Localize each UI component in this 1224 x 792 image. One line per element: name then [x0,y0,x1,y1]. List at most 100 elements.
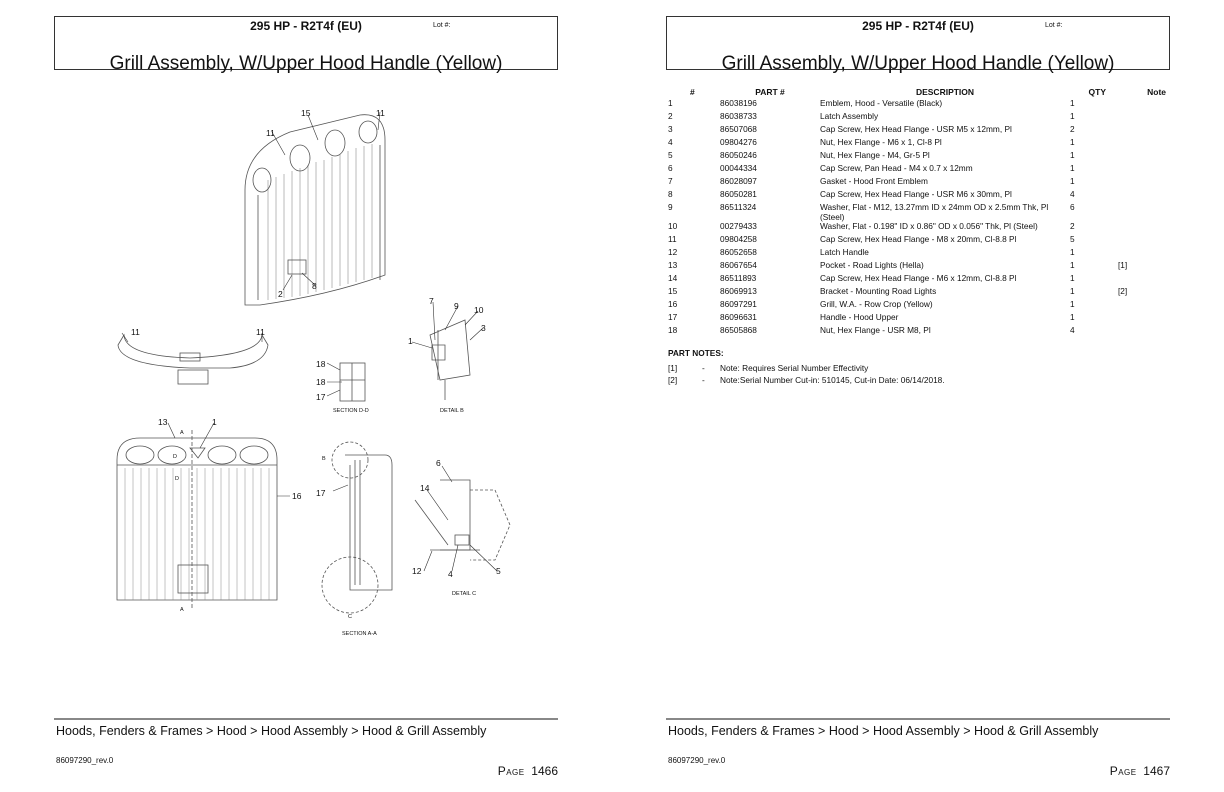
table-header-row: # PART # DESCRIPTION QTY Note [666,87,1166,99]
row-num: 17 [668,312,678,322]
row-description: Washer, Flat - M12, 13.27mm ID x 24mm OD… [820,202,1049,222]
callout: 13 [158,417,168,427]
row-part-number: 86511893 [720,273,757,283]
section-letter: A [180,607,184,613]
callout: 11 [131,327,140,337]
callout: 18 [316,377,326,387]
row-num: 4 [668,137,673,147]
callout: 5 [496,566,501,576]
row-description: Latch Handle [820,247,869,257]
row-note [1112,99,1166,112]
row-note [1112,138,1166,151]
doc-number: 86097290_rev.0 [668,756,726,765]
row-num: 18 [668,325,678,335]
row-part-number: 86050281 [720,189,757,199]
row-num: 12 [668,247,678,257]
row-note [1112,203,1166,222]
row-description: Handle - Hood Upper [820,312,899,322]
page-number: Page 1467 [1110,764,1170,778]
row-description: Gasket - Hood Front Emblem [820,176,928,186]
note-text: Note: Requires Serial Number Effectivity [720,363,869,373]
detail-c-view [414,479,511,561]
col-note: Note [1147,87,1166,97]
callout: 1 [212,417,217,427]
row-qty: 1 [1070,98,1075,108]
page-title: Grill Assembly, W/Upper Hood Handle (Yel… [109,53,503,74]
grill-top-view [117,333,269,385]
row-qty: 1 [1070,273,1075,283]
row-qty: 1 [1070,163,1075,173]
row-description: Latch Assembly [820,111,879,121]
row-description: Nut, Hex Flange - M6 x 1, Cl-8 Pl [820,137,942,147]
row-part-number: 86511324 [720,202,757,212]
row-part-number: 86038196 [720,98,757,108]
leader-lines [121,111,498,572]
row-qty: 1 [1070,150,1075,160]
callout: 8 [312,281,317,291]
callout: 6 [436,458,441,468]
row-num: 10 [668,221,678,231]
row-part-number: 86067654 [720,260,757,270]
parts-drawing: 15 11 11 2 8 11 11 7 9 10 3 1 18 18 17 1… [116,108,511,637]
note-ref: [1] [668,363,678,373]
row-description: Cap Screw, Hex Head Flange - M6 x 12mm, … [820,273,1017,283]
row-qty: 2 [1070,124,1075,134]
callout: 12 [412,566,422,576]
row-note: [2] [1118,286,1128,296]
callout: 14 [420,483,430,493]
row-num: 15 [668,286,678,296]
row-qty: 1 [1070,111,1075,121]
note-text: Note:Serial Number Cut-in: 510145, Cut-i… [720,375,945,385]
row-part-number: 86097291 [720,299,757,309]
callout: 18 [316,359,326,369]
row-num: 1 [668,98,673,108]
row-qty: 6 [1070,202,1075,212]
row-description: Pocket - Road Lights (Hella) [820,260,924,270]
row-part-number: 86505868 [720,325,757,335]
footer-rule [666,718,1170,720]
page-value: 1467 [1143,764,1170,778]
model-title: 295 HP - R2T4f (EU) [250,19,362,33]
row-qty: 4 [1070,189,1075,199]
part-notes: PART NOTES: [1]-Note: Requires Serial Nu… [668,348,945,387]
row-note [1112,177,1166,190]
row-part-number: 00279433 [720,221,757,231]
page-label: Page [1109,764,1137,778]
row-description: Cap Screw, Hex Head Flange - USR M6 x 30… [820,189,1012,199]
row-qty: 5 [1070,234,1075,244]
section-letter: D [175,476,179,482]
col-num: # [690,87,695,97]
row-note: [1] [1118,260,1128,270]
grill-isometric-view [244,114,386,306]
callout: 4 [448,569,453,579]
note-dash: - [702,363,705,373]
callout: 17 [316,488,326,498]
breadcrumb: Hoods, Fenders & Frames > Hood > Hood As… [56,724,487,738]
view-label: DETAIL B [440,408,464,414]
page-header: 295 HP - R2T4f (EU) Lot #: Grill Assembl… [666,16,1170,74]
row-part-number: 09804276 [720,137,757,147]
page-value: 1466 [531,764,558,778]
row-qty: 1 [1070,176,1075,186]
page-number: Page 1466 [498,764,558,778]
row-part-number: 09804258 [720,234,757,244]
row-note [1112,164,1166,177]
row-part-number: 86038733 [720,111,757,121]
row-num: 7 [668,176,673,186]
row-part-number: 86507068 [720,124,757,134]
row-qty: 2 [1070,221,1075,231]
part-note: [1] - Note: Requires Serial Number Effecti… [668,363,945,375]
callout: 1 [408,336,413,346]
row-description: Washer, Flat - 0.198" ID x 0.86" OD x 0.… [820,221,1038,231]
